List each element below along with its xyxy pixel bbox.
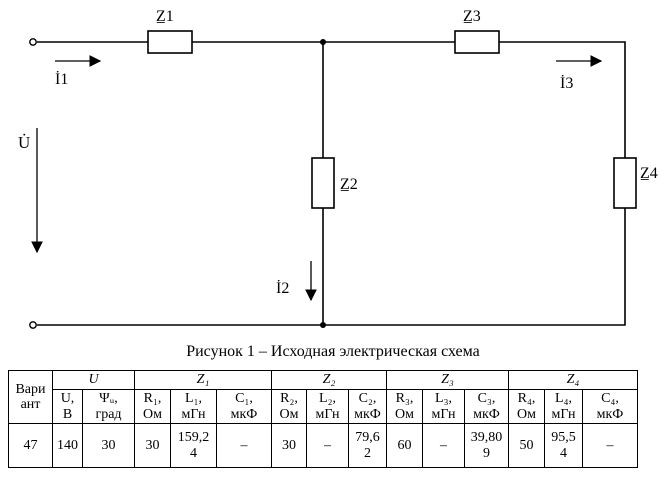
parameters-table: Вариант U Z₁ Z₂ Z₃ Z₄ U, В Ψᵤ, град R₁, … bbox=[8, 370, 638, 469]
data-cell: – bbox=[582, 423, 638, 469]
input-terminal-bottom bbox=[29, 321, 37, 329]
impedance-z3-box bbox=[454, 30, 500, 54]
label-i1: İ1 bbox=[55, 70, 68, 88]
table-row: 47 140 30 30 159,24 – 30 – 79,62 60 – 39… bbox=[8, 423, 638, 469]
data-cell: 79,62 bbox=[348, 423, 387, 469]
label-z3: Z̲3 bbox=[463, 8, 481, 25]
impedance-z1-box bbox=[147, 30, 193, 54]
sub-header-row: U, В Ψᵤ, град R₁, Ом L₁, мГн C₁, мкФ R₂,… bbox=[9, 388, 638, 425]
data-cell: – bbox=[422, 423, 465, 469]
circuit-diagram: Z̲1 Z̲3 Z̲2 Z̲4 İ1 İ3 İ2 U̇ bbox=[18, 8, 658, 329]
subheader-cell: L₂, мГн bbox=[306, 388, 349, 425]
data-cell: 39,809 bbox=[464, 423, 509, 469]
label-z2: Z̲2 bbox=[340, 176, 358, 193]
subheader-cell: L₁, мГн bbox=[170, 388, 217, 425]
label-z4: Z̲4 bbox=[640, 165, 658, 182]
subheader-cell: U, В bbox=[52, 388, 83, 425]
data-cell: 140 bbox=[52, 423, 83, 469]
group-header-z4: Z₄ bbox=[508, 370, 638, 390]
subheader-cell: R₄, Ом bbox=[508, 388, 545, 425]
junction-node-bottom bbox=[320, 322, 326, 328]
subheader-cell: R₁, Ом bbox=[134, 388, 171, 425]
impedance-z2-box bbox=[311, 157, 335, 209]
subheader-cell: C₁, мкФ bbox=[216, 388, 272, 425]
subheader-cell: L₄, мГн bbox=[544, 388, 583, 425]
data-cell: 159,24 bbox=[170, 423, 217, 469]
data-cell: 50 bbox=[508, 423, 545, 469]
data-cell: 60 bbox=[386, 423, 423, 469]
data-cell: 30 bbox=[134, 423, 171, 469]
data-cell: – bbox=[216, 423, 272, 469]
junction-node-top bbox=[320, 39, 326, 45]
data-cell-variant: 47 bbox=[8, 423, 53, 469]
input-terminal-top bbox=[29, 38, 37, 46]
group-header-z1: Z₁ bbox=[134, 370, 272, 390]
label-i3: İ3 bbox=[560, 74, 573, 92]
subheader-cell: Ψᵤ, град bbox=[82, 388, 135, 425]
subheader-cell: L₃, мГн bbox=[422, 388, 465, 425]
data-cell: 30 bbox=[82, 423, 135, 469]
subheader-cell: R₃, Ом bbox=[386, 388, 423, 425]
impedance-z4-box bbox=[613, 157, 637, 209]
data-cell: 30 bbox=[271, 423, 307, 469]
variant-header: Вариант bbox=[8, 370, 53, 425]
subheader-cell: C₄, мкФ bbox=[582, 388, 638, 425]
label-i2: İ2 bbox=[276, 279, 289, 297]
subheader-cell: C₃, мкФ bbox=[464, 388, 509, 425]
group-header-row: Вариант U Z₁ Z₂ Z₃ Z₄ bbox=[8, 370, 638, 425]
data-cell: 95,54 bbox=[544, 423, 583, 469]
subheader-cell: R₂, Ом bbox=[271, 388, 307, 425]
label-z1: Z̲1 bbox=[156, 8, 174, 25]
figure-caption: Рисунок 1 – Исходная электрическая схема bbox=[186, 343, 480, 360]
label-u: U̇ bbox=[18, 133, 30, 152]
group-header-z3: Z₃ bbox=[386, 370, 509, 390]
group-header-u: U bbox=[52, 370, 135, 390]
data-cell: – bbox=[306, 423, 349, 469]
group-header-z2: Z₂ bbox=[271, 370, 387, 390]
subheader-cell: C₂, мкФ bbox=[348, 388, 387, 425]
